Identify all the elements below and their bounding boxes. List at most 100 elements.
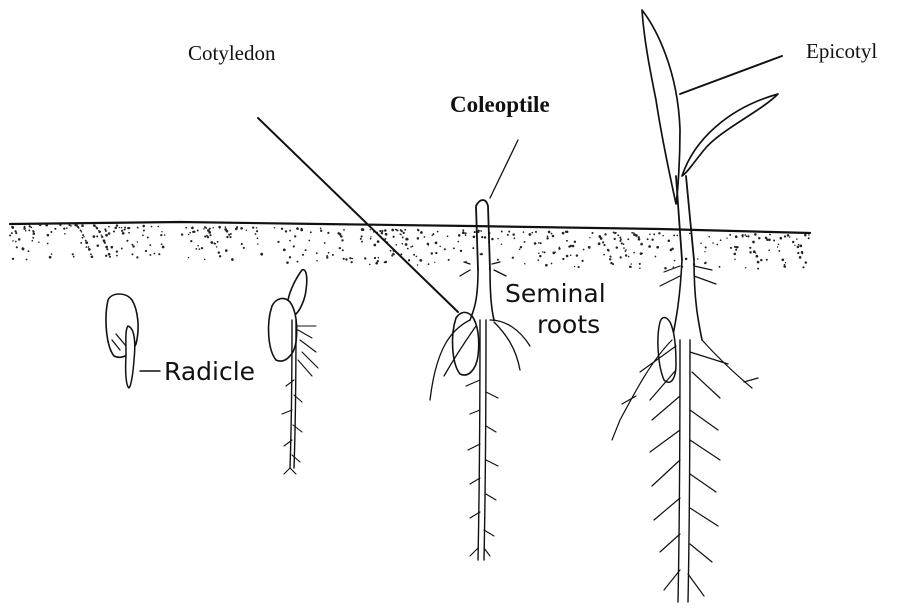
soil-dot [670, 249, 673, 252]
soil-dot [88, 248, 91, 251]
soil-dot [114, 227, 117, 230]
soil-dot [574, 266, 575, 267]
soil-dot [417, 229, 419, 231]
soil-dot [320, 228, 322, 230]
soil-dot [12, 240, 14, 242]
soil-dot [484, 236, 486, 238]
soil-dot [639, 267, 641, 269]
soil-dot [538, 242, 540, 244]
label-radicle: Radicle [164, 357, 255, 386]
soil-dot [797, 246, 800, 249]
soil-dot [98, 231, 100, 233]
soil-dot [619, 240, 621, 242]
epicotyl-stem [676, 176, 694, 260]
soil-dot [341, 239, 343, 241]
soil-dot [108, 232, 111, 235]
soil-dot [610, 262, 612, 264]
label-coleoptile: Coleoptile [450, 92, 550, 117]
soil-dot [364, 257, 366, 259]
soil-dot [47, 243, 49, 245]
soil-dot [543, 251, 545, 253]
seedling-stage-2 [269, 270, 318, 474]
soil-dot [28, 229, 30, 231]
soil-dot [113, 230, 115, 232]
soil-dot [558, 248, 560, 250]
soil-dot [390, 250, 392, 252]
soil-dot [453, 247, 455, 249]
soil-dot [766, 259, 768, 261]
soil-dot [481, 236, 483, 238]
soil-dot [231, 258, 234, 261]
soil-dot [16, 246, 18, 248]
soil-dot [294, 235, 296, 237]
soil-dot [538, 252, 540, 254]
soil-dot [361, 235, 363, 237]
soil-dot [417, 264, 418, 265]
soil-dot [161, 231, 162, 232]
soil-dot [308, 240, 310, 242]
soil-dot [108, 253, 111, 256]
soil-dot [405, 243, 408, 246]
soil-dot [121, 248, 123, 250]
soil-dot [603, 254, 605, 256]
soil-dot [91, 255, 94, 258]
soil-dot [676, 235, 678, 237]
soil-dot [142, 225, 145, 228]
soil-dot [435, 252, 437, 254]
soil-dot [161, 243, 163, 245]
soil-dot [199, 248, 201, 250]
soil-dot [479, 253, 481, 255]
soil-dot [589, 237, 590, 238]
soil-dot [30, 227, 32, 229]
coleoptile-leader-line [490, 140, 518, 198]
leaf-upper [642, 10, 680, 204]
soil-dot [93, 224, 96, 227]
soil-dot [73, 256, 75, 258]
soil-dot [746, 235, 748, 237]
soil-dot [578, 266, 580, 268]
soil-dot [778, 243, 780, 245]
soil-dot [289, 230, 291, 232]
soil-dot [190, 240, 192, 242]
soil-dot [82, 234, 84, 236]
soil-dot [226, 236, 228, 238]
soil-dot [540, 242, 542, 244]
soil-dot [90, 253, 92, 255]
soil-dot [286, 261, 289, 264]
soil-dot [142, 235, 144, 237]
soil-dot [72, 253, 74, 255]
soil-dot [799, 245, 802, 248]
soil-dot [787, 234, 790, 237]
soil-dot [226, 230, 229, 233]
soil-dot [603, 244, 605, 246]
soil-dot [546, 237, 548, 239]
soil-dot [25, 230, 27, 232]
soil-dot [116, 250, 118, 252]
soil-dot [360, 238, 362, 240]
soil-dot [126, 240, 128, 242]
soil-dot [257, 237, 259, 239]
soil-dot [281, 228, 283, 230]
soil-dot [370, 236, 371, 237]
soil-dot [497, 259, 499, 261]
soil-dot [630, 263, 632, 265]
soil-dot [473, 236, 476, 239]
soil-dot [689, 233, 690, 234]
soil-dot [604, 233, 606, 235]
soil-dot [85, 240, 87, 242]
radicle-1 [126, 326, 135, 388]
soil-dot [758, 237, 760, 239]
soil-dot [349, 257, 351, 259]
soil-dot [252, 226, 254, 228]
soil-dot [384, 261, 386, 263]
soil-dot [639, 263, 641, 265]
soil-dot [108, 226, 110, 228]
soil-dot [195, 248, 197, 250]
soil-dot [545, 264, 548, 267]
soil-dot [122, 232, 125, 235]
soil-dot [574, 241, 576, 243]
soil-dot [749, 247, 751, 249]
soil-dot [768, 249, 770, 251]
label-seminal: Seminal [505, 279, 606, 308]
cotyledon-leader-line [258, 118, 458, 312]
